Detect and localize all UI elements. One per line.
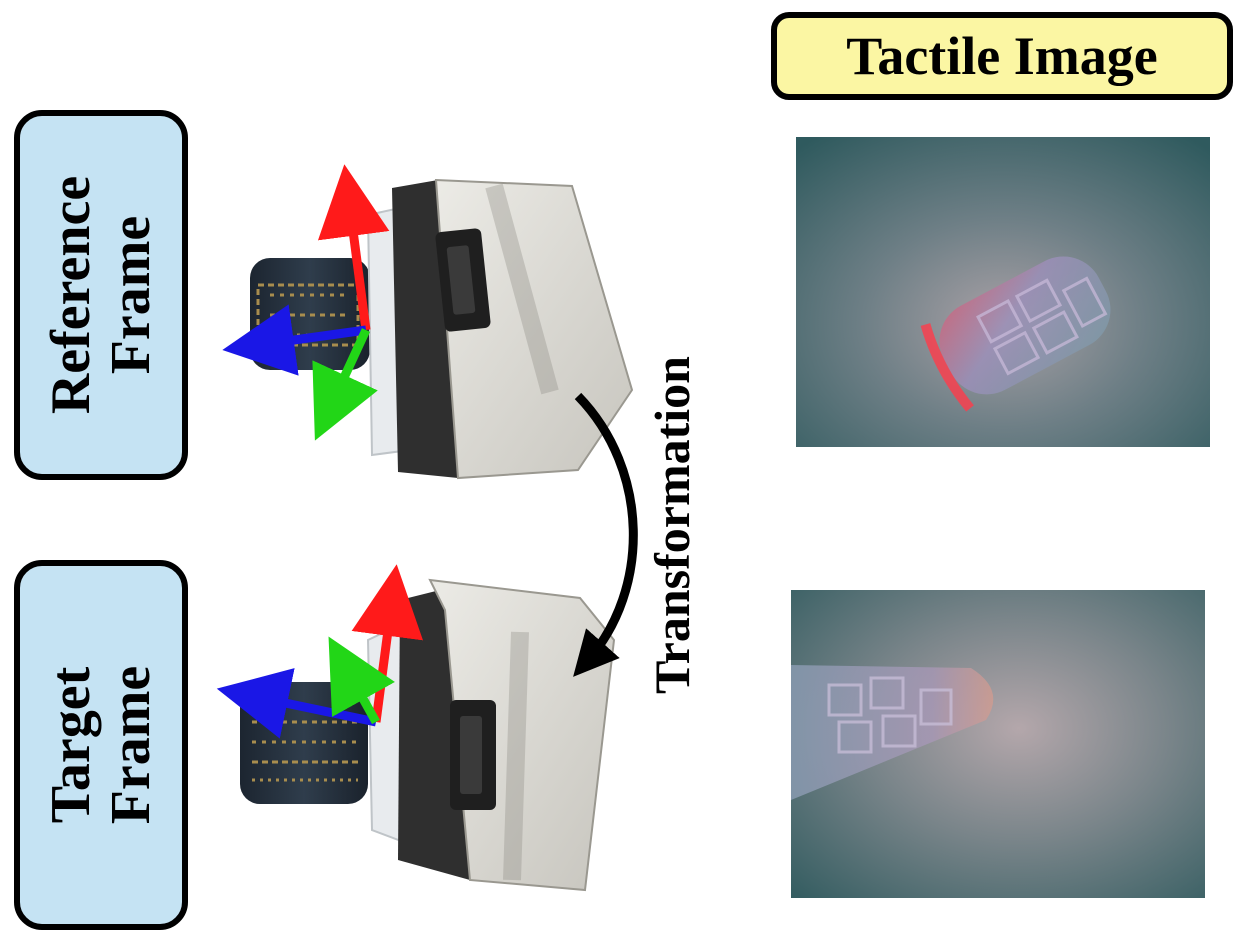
target-sensor [240, 578, 616, 892]
target-x-axis [216, 668, 377, 739]
reference-z-axis [317, 164, 390, 331]
tactile-image-target [791, 590, 1205, 898]
tactile-image-title-box: Tactile Image [771, 12, 1233, 100]
reference-y-axis [312, 328, 378, 441]
reference-x-axis [222, 304, 367, 376]
target-frame-label-box: Target Frame [14, 560, 188, 930]
reference-sensor [250, 178, 634, 480]
reference-frame-label-box: Reference Frame [14, 110, 188, 480]
target-axes-icon [216, 564, 424, 739]
tactile-image-reference [796, 137, 1210, 447]
curved-arrow-icon [573, 392, 638, 677]
tactile-image-title: Tactile Image [846, 26, 1158, 86]
target-y-axis [328, 636, 395, 725]
reference-axes-icon [222, 164, 390, 441]
